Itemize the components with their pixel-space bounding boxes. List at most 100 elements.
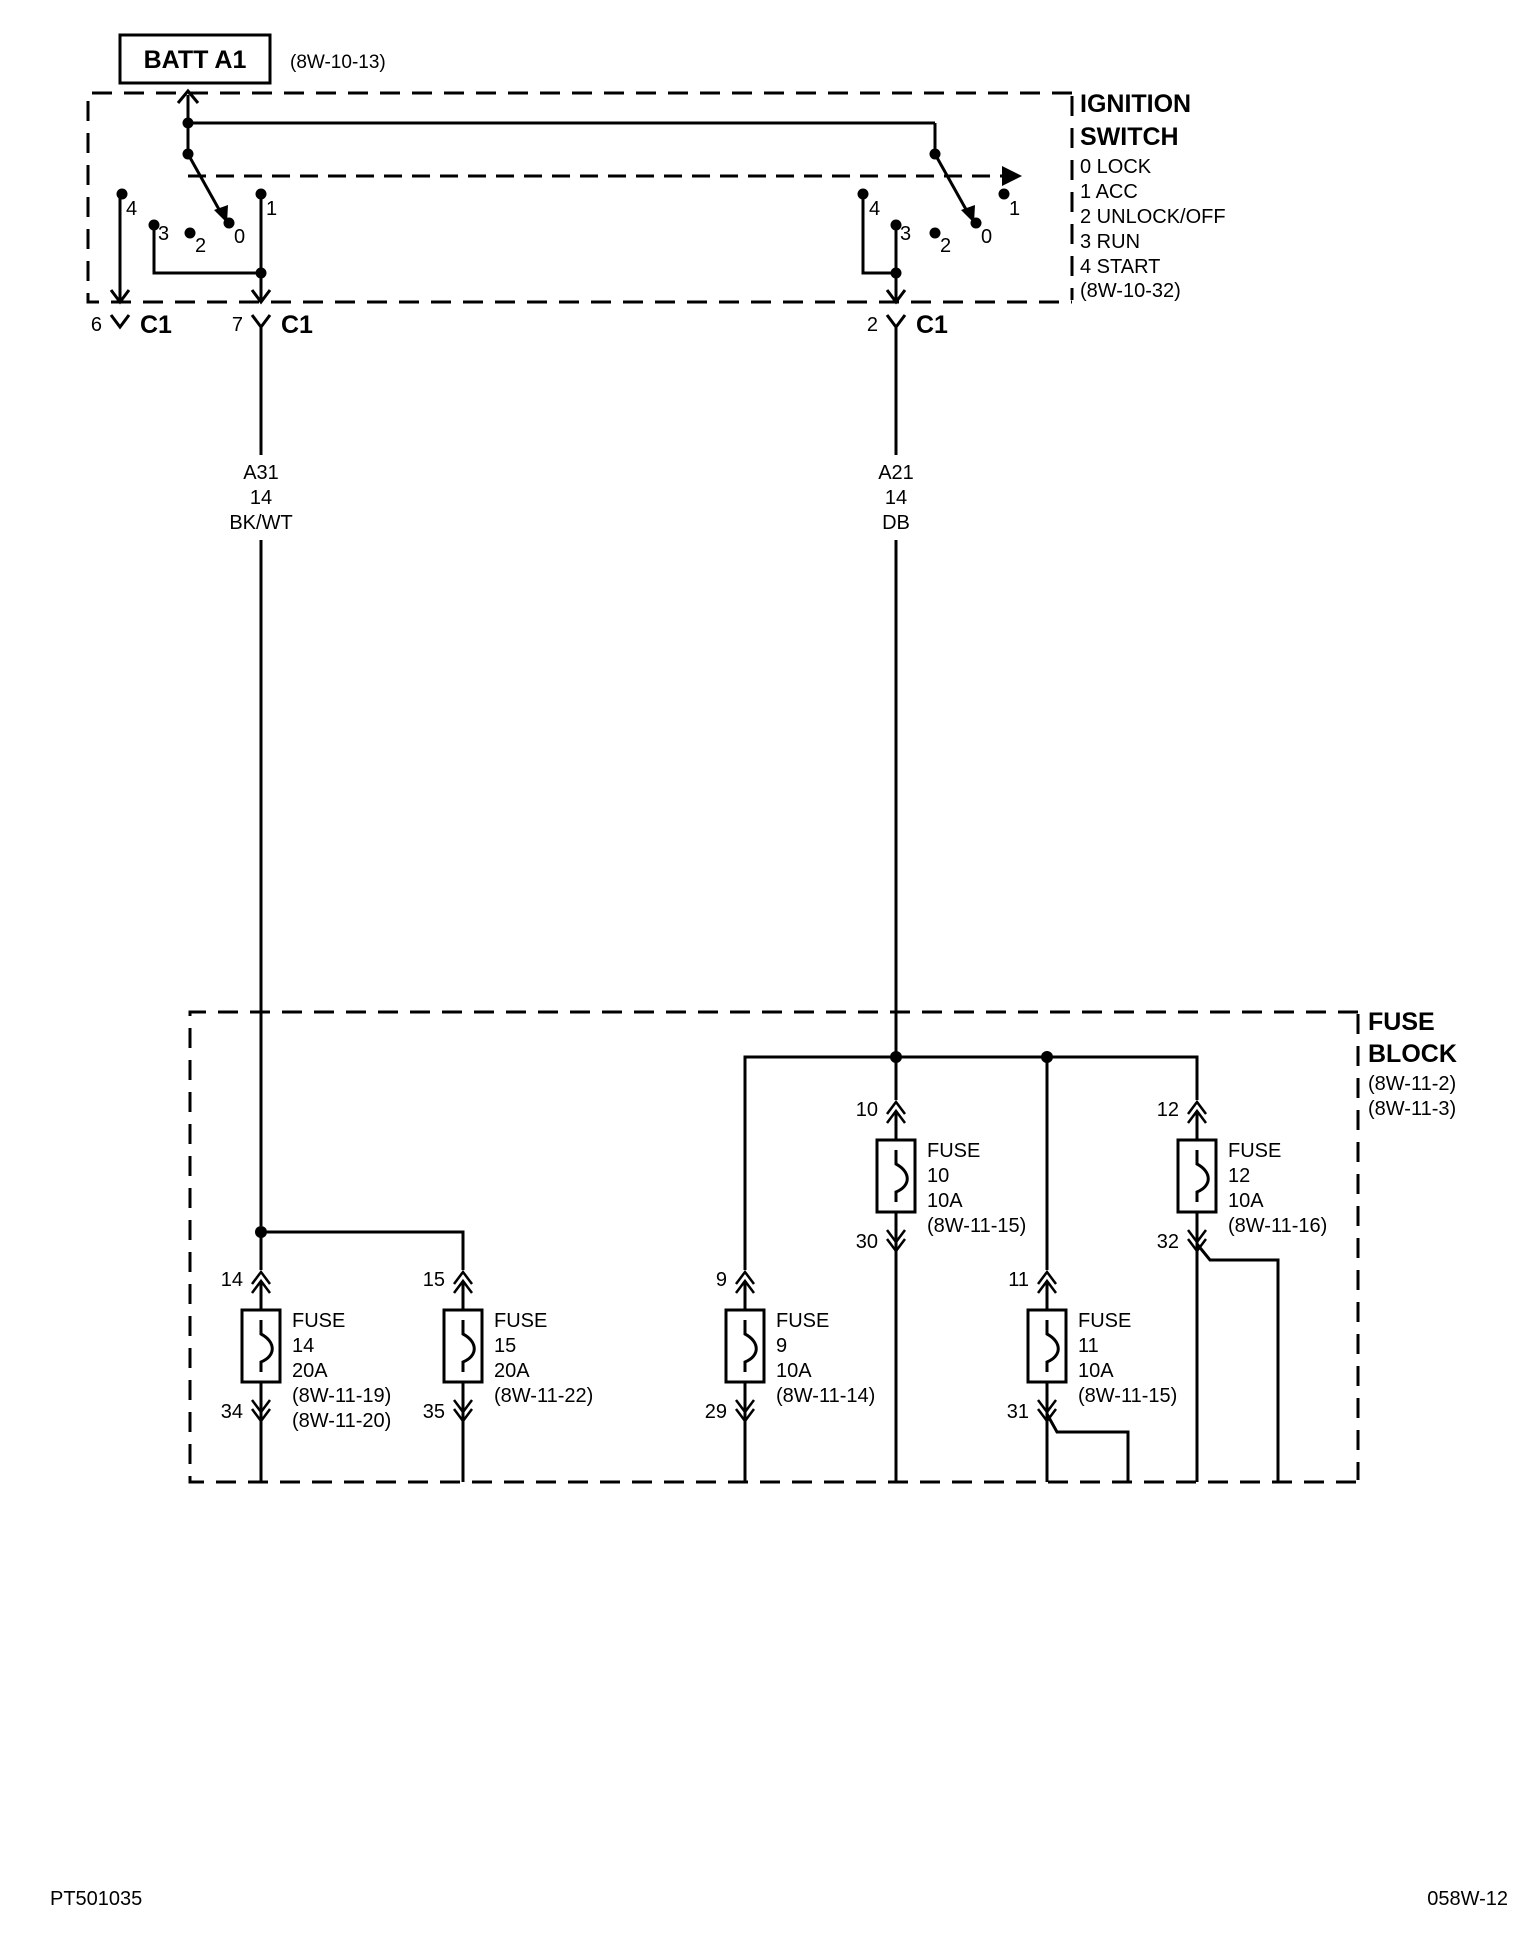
fuse-12: 12 32 FUSE 12 10A (8W-11-16) — [1157, 1099, 1327, 1254]
fuse-15: 15 35 FUSE 15 20A (8W-11-22) — [423, 1269, 593, 1424]
svg-text:10A: 10A — [1078, 1360, 1114, 1382]
svg-text:34: 34 — [221, 1401, 243, 1423]
svg-text:3: 3 — [158, 223, 169, 245]
fuse-11: 11 31 FUSE 11 10A (8W-11-15) — [1007, 1269, 1177, 1424]
fuse-9: 9 29 FUSE 9 10A (8W-11-14) — [705, 1100, 875, 1424]
wire-a21-gauge: 14 — [885, 487, 907, 509]
position-unlock-off: 2 UNLOCK/OFF — [1080, 206, 1226, 228]
fuse-block-ref-2: (8W-11-3) — [1368, 1098, 1456, 1120]
right-switch-section: 4 3 2 0 1 — [857, 148, 1020, 305]
svg-text:3: 3 — [900, 223, 911, 245]
position-run: 3 RUN — [1080, 231, 1140, 253]
svg-text:FUSE: FUSE — [494, 1310, 547, 1332]
svg-text:12: 12 — [1228, 1165, 1250, 1187]
svg-text:35: 35 — [423, 1401, 445, 1423]
svg-text:C1: C1 — [916, 311, 948, 339]
footer-drawing-id: PT501035 — [50, 1888, 142, 1910]
batt-label: BATT A1 — [144, 46, 247, 74]
svg-text:10A: 10A — [776, 1360, 812, 1382]
svg-text:10: 10 — [927, 1165, 949, 1187]
svg-text:29: 29 — [705, 1401, 727, 1423]
svg-text:15: 15 — [494, 1335, 516, 1357]
svg-text:C1: C1 — [281, 311, 313, 339]
batt-ref: (8W-10-13) — [290, 52, 386, 73]
svg-text:0: 0 — [981, 226, 992, 248]
fuse-block-ref-1: (8W-11-2) — [1368, 1073, 1456, 1095]
svg-text:11: 11 — [1078, 1335, 1099, 1357]
svg-text:FUSE: FUSE — [292, 1310, 345, 1332]
fuse-block: FUSE BLOCK (8W-11-2) (8W-11-3) — [188, 1008, 1457, 1484]
batt-a1-label: BATT A1 — [118, 33, 272, 85]
wire-a31-gauge: 14 — [250, 487, 272, 509]
ignition-switch-title-2: SWITCH — [1080, 123, 1179, 151]
svg-text:10: 10 — [856, 1099, 878, 1121]
svg-text:6: 6 — [91, 314, 102, 336]
linkage-arrow — [1002, 166, 1022, 186]
splice-a21 — [890, 1051, 902, 1063]
svg-text:FUSE: FUSE — [1228, 1140, 1281, 1162]
svg-text:FUSE: FUSE — [776, 1310, 829, 1332]
svg-text:14: 14 — [221, 1269, 243, 1291]
bus-a21 — [743, 1055, 1199, 1100]
svg-text:9: 9 — [716, 1269, 727, 1291]
ignition-switch: IGNITION SWITCH 0 LOCK 1 ACC 2 UNLOCK/OF… — [86, 88, 1226, 305]
svg-text:14: 14 — [292, 1335, 314, 1357]
svg-text:(8W-11-19): (8W-11-19) — [292, 1385, 391, 1407]
svg-text:10A: 10A — [927, 1190, 963, 1212]
svg-text:(8W-11-22): (8W-11-22) — [494, 1385, 593, 1407]
position-start: 4 START — [1080, 256, 1160, 278]
svg-text:(8W-11-16): (8W-11-16) — [1228, 1215, 1327, 1237]
wire-a21-color: DB — [882, 512, 910, 534]
connector-c1-pin7: 7 C1 — [232, 311, 313, 339]
fuse-block-title-2: BLOCK — [1368, 1040, 1457, 1068]
svg-text:4: 4 — [126, 198, 137, 220]
svg-text:4: 4 — [869, 198, 880, 220]
fuse-block-boundary — [188, 1010, 1358, 1484]
wire-a21-circuit: A21 — [878, 462, 914, 484]
connector-c1-pin6: 6 C1 — [91, 311, 172, 339]
svg-text:11: 11 — [1008, 1269, 1029, 1291]
svg-text:12: 12 — [1157, 1099, 1179, 1121]
svg-text:(8W-11-15): (8W-11-15) — [927, 1215, 1026, 1237]
svg-text:20A: 20A — [494, 1360, 530, 1382]
svg-text:1: 1 — [1009, 198, 1020, 220]
wire-a31-color: BK/WT — [229, 512, 292, 534]
svg-text:31: 31 — [1007, 1401, 1029, 1423]
svg-text:20A: 20A — [292, 1360, 328, 1382]
fuse-10: 10 30 FUSE 10 10A (8W-11-15) — [856, 1099, 1026, 1254]
ignition-switch-ref: (8W-10-32) — [1080, 280, 1181, 302]
svg-text:32: 32 — [1157, 1231, 1179, 1253]
right-switch-blade — [933, 153, 970, 214]
svg-text:30: 30 — [856, 1231, 878, 1253]
svg-text:9: 9 — [776, 1335, 787, 1357]
svg-text:(8W-11-15): (8W-11-15) — [1078, 1385, 1177, 1407]
svg-text:FUSE: FUSE — [1078, 1310, 1131, 1332]
svg-text:2: 2 — [940, 235, 951, 257]
fuse-14: 14 34 FUSE 14 20A (8W-11-19) (8W-11-20) — [221, 1269, 392, 1432]
svg-text:FUSE: FUSE — [927, 1140, 980, 1162]
svg-text:15: 15 — [423, 1269, 445, 1291]
ignition-switch-title: IGNITION — [1080, 90, 1191, 118]
svg-text:0: 0 — [234, 226, 245, 248]
splice-a21-2 — [1041, 1051, 1053, 1063]
position-acc: 1 ACC — [1080, 181, 1138, 203]
position-lock: 0 LOCK — [1080, 156, 1152, 178]
svg-text:10A: 10A — [1228, 1190, 1264, 1212]
ignition-switch-boundary — [86, 91, 1072, 304]
svg-text:(8W-11-20): (8W-11-20) — [292, 1410, 391, 1432]
svg-text:1: 1 — [266, 198, 277, 220]
svg-text:2: 2 — [867, 314, 878, 336]
wire-a21: A21 14 DB — [878, 327, 914, 1057]
svg-text:C1: C1 — [140, 311, 172, 339]
wire-a31-circuit: A31 — [243, 462, 279, 484]
battery-feed-arrow — [176, 88, 200, 104]
fuse-block-title: FUSE — [1368, 1008, 1435, 1036]
svg-text:(8W-11-14): (8W-11-14) — [776, 1385, 875, 1407]
bus-a31 — [261, 1230, 465, 1270]
left-switch-blade — [186, 153, 223, 214]
svg-text:2: 2 — [195, 235, 206, 257]
left-switch-section: 4 3 2 0 1 — [109, 148, 277, 305]
connector-c1-pin2: 2 C1 — [867, 311, 948, 339]
svg-text:7: 7 — [232, 314, 243, 336]
